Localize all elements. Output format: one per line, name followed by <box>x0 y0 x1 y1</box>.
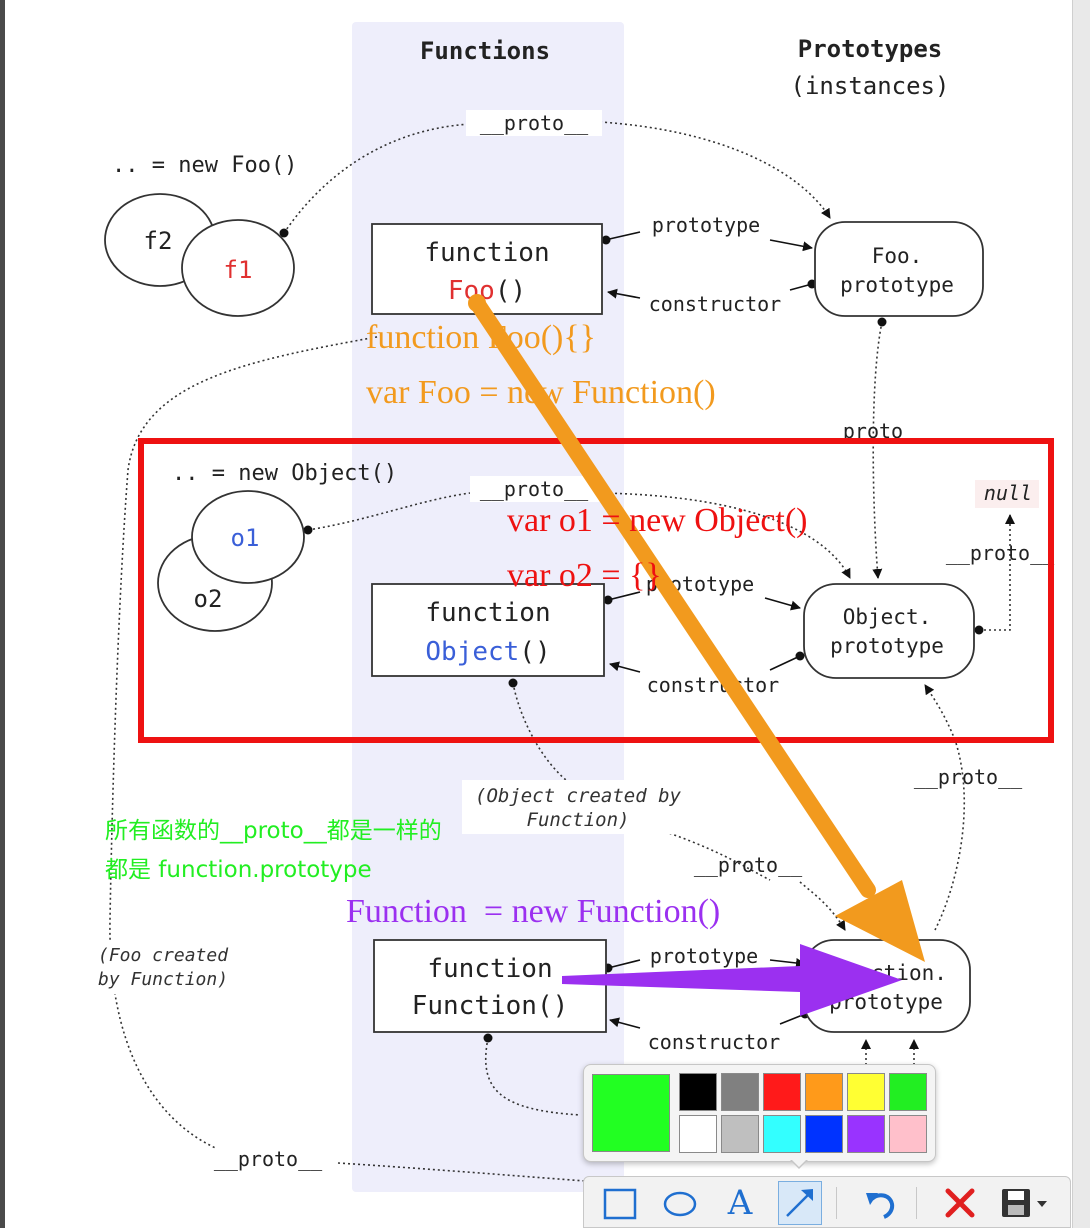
text-tool-icon: A <box>727 1183 753 1223</box>
scrollbar-track[interactable] <box>1072 0 1090 1228</box>
proto-label-lower-mid: __proto__ <box>694 853 803 877</box>
constructor-label-function: constructor <box>648 1030 780 1054</box>
undo-icon <box>866 1193 895 1219</box>
instance-f1-label: f1 <box>224 256 253 284</box>
color-swatch-orange[interactable] <box>805 1073 843 1111</box>
function-function-keyword: function <box>427 954 552 984</box>
foo-created-note-line2: by Function) <box>98 969 228 990</box>
instance-o1-label: o1 <box>231 524 260 552</box>
object-created-note-line2: Function) <box>527 809 630 831</box>
prototype-label-function: prototype <box>650 944 758 968</box>
foo-prototype-box <box>814 221 984 317</box>
close-icon <box>945 1188 975 1218</box>
function-function-name: Function() <box>412 991 569 1021</box>
null-label: null <box>984 481 1032 505</box>
annotation-toolbar: A <box>583 1176 1071 1228</box>
proto-label-right: __proto__ <box>946 541 1055 565</box>
annotation-cn-line2[interactable]: 都是 function.prototype <box>105 857 372 883</box>
annotation-foo-new[interactable]: var Foo = new Function() <box>366 374 716 411</box>
save-icon <box>1002 1189 1047 1217</box>
annotation-foo-decl[interactable]: function Foo(){} <box>366 319 596 356</box>
object-created-note-line1: (Object created by <box>475 785 681 807</box>
purple-annotation-arrow[interactable] <box>562 944 902 1016</box>
current-color-swatch <box>592 1074 670 1152</box>
function-function-box <box>373 939 607 1033</box>
color-swatch-cyan[interactable] <box>763 1115 801 1153</box>
orange-annotation-arrow[interactable] <box>468 294 925 962</box>
function-foo-name: Foo() <box>448 276 526 306</box>
proto-label-object: __proto__ <box>480 477 589 501</box>
arrow-tool[interactable] <box>778 1181 822 1225</box>
color-swatch-gray[interactable] <box>721 1073 759 1111</box>
new-foo-label: .. = new Foo() <box>112 153 297 178</box>
instance-f2-label: f2 <box>144 227 173 255</box>
instance-o1 <box>191 490 305 584</box>
function-object-name: Object() <box>425 637 550 667</box>
function-foo-box <box>371 223 603 315</box>
close-tool[interactable] <box>938 1181 982 1225</box>
toolbar-separator <box>836 1187 837 1219</box>
annotation-cn-line1[interactable]: 所有函数的__proto__都是一样的 <box>105 818 442 844</box>
header-prototypes: Prototypes <box>798 35 943 63</box>
toolbar-separator <box>916 1187 917 1219</box>
color-swatch-black[interactable] <box>679 1073 717 1111</box>
color-palette-popover <box>583 1064 936 1162</box>
save-tool[interactable] <box>994 1181 1054 1225</box>
constructor-label-object: constructor <box>647 673 779 697</box>
header-functions: Functions <box>420 37 550 65</box>
function-object-keyword: function <box>425 598 550 628</box>
annotation-o1-new[interactable]: var o1 = new Object() <box>507 502 808 539</box>
foo-created-note-line1: (Foo created <box>98 945 229 966</box>
annotation-o2-literal[interactable]: var o2 = {} <box>507 557 662 594</box>
arrow-icon <box>786 1189 813 1217</box>
constructor-label-foo: constructor <box>649 292 781 316</box>
color-swatch-white[interactable] <box>679 1115 717 1153</box>
text-tool[interactable]: A <box>718 1181 762 1225</box>
color-swatch-green[interactable] <box>889 1073 927 1111</box>
prototype-label-foo: prototype <box>652 213 760 237</box>
ellipse-tool[interactable] <box>658 1181 702 1225</box>
new-object-label: .. = new Object() <box>172 461 397 486</box>
color-swatch-blue[interactable] <box>805 1115 843 1153</box>
function-foo-keyword: function <box>424 238 549 268</box>
header-instances: (instances) <box>791 72 950 100</box>
object-prototype-box <box>803 583 975 679</box>
color-swatch-light-gray[interactable] <box>721 1115 759 1153</box>
color-swatch-pink[interactable] <box>889 1115 927 1153</box>
color-swatch-purple[interactable] <box>847 1115 885 1153</box>
ellipse-icon <box>663 1191 697 1217</box>
rectangle-icon <box>603 1188 637 1220</box>
object-prototype-line2: prototype <box>830 634 944 658</box>
instance-f1 <box>181 219 295 317</box>
foo-prototype-line2: prototype <box>840 273 954 297</box>
undo-tool[interactable] <box>858 1181 902 1225</box>
annotation-function-new[interactable]: Function = new Function() <box>346 893 720 930</box>
proto-label-top: __proto__ <box>480 111 589 135</box>
object-prototype-line1: Object. <box>843 605 932 629</box>
proto-label-bottom: __proto__ <box>214 1147 323 1171</box>
instance-o2-label: o2 <box>194 585 223 613</box>
rectangle-tool[interactable] <box>598 1181 642 1225</box>
color-swatch-red[interactable] <box>763 1073 801 1111</box>
foo-prototype-line1: Foo. <box>872 244 923 268</box>
proto-label-lower-right: __proto__ <box>914 765 1023 789</box>
window-left-border <box>0 0 5 1228</box>
color-swatch-yellow[interactable] <box>847 1073 885 1111</box>
object-highlight-box[interactable] <box>138 438 1054 743</box>
function-object-box <box>371 583 605 677</box>
